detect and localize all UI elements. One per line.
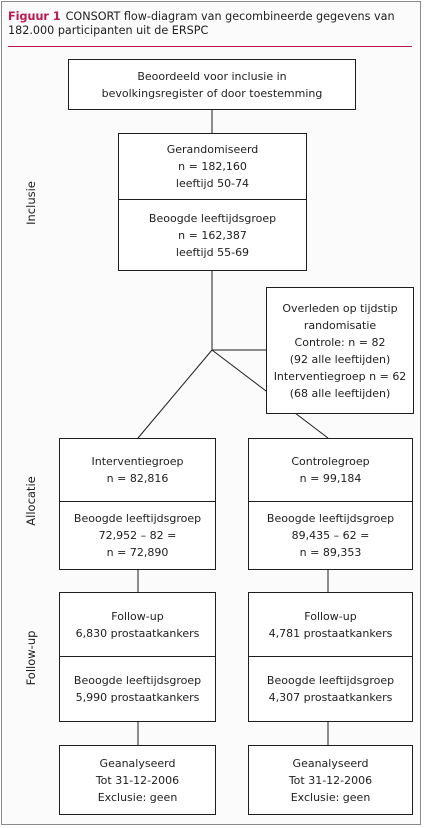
control-analysed-date: Tot 31-12-2006: [288, 773, 373, 787]
control-followup-cancers: 4,781 prostaatkankers: [268, 626, 393, 640]
intervention-box: Interventiegroep n = 82,816 Beoogde leef…: [59, 438, 216, 570]
randomized-n: n = 182,160: [178, 160, 247, 173]
intervention-cell: Interventiegroep n = 82,816: [60, 439, 215, 501]
intervention-target-cell: Beoogde leeftijdsgroep 72,952 – 82 = n =…: [60, 501, 215, 569]
deceased-line6: (68 alle leeftijden): [289, 386, 391, 400]
control-followup-target-title: Beoogde leeftijdsgroep: [266, 674, 395, 687]
control-analysed-exclusion: Exclusie: geen: [290, 790, 371, 804]
intervention-title: Interventiegroep: [91, 455, 184, 468]
randomized-target-title: Beoogde leeftijdsgroep: [148, 211, 277, 225]
control-analysed-title: Geanalyseerd: [292, 756, 369, 770]
control-box: Controlegroep n = 99,184 Beoogde leeftij…: [248, 438, 413, 570]
intervention-n: n = 82,816: [106, 472, 169, 485]
randomized-target-n: n = 162,387: [178, 228, 247, 242]
intervention-target-n: n = 72,890: [106, 546, 169, 559]
section-label-inclusion: Inclusie: [24, 181, 38, 225]
control-target-n: n = 89,353: [299, 546, 362, 559]
control-analysed-cell: Geanalyseerd Tot 31-12-2006 Exclusie: ge…: [249, 746, 412, 814]
section-label-allocation: Allocatie: [24, 476, 38, 526]
control-target-calc: 89,435 – 62 =: [291, 529, 370, 542]
randomized-cell: Gerandomiseerd n = 182,160 leeftijd 50-7…: [119, 134, 306, 199]
randomized-target-cell: Beoogde leeftijdsgroep n = 162,387 leeft…: [119, 199, 306, 270]
deceased-line5: Interventiegroep n = 62: [273, 369, 407, 383]
control-followup-target-cell: Beoogde leeftijdsgroep 4,307 prostaatkan…: [249, 656, 412, 721]
connector-split-intervention: [137, 349, 213, 439]
intervention-followup-cancers: 6,830 prostaatkankers: [75, 626, 200, 640]
deceased-box: Overleden op tijdstip randomisatie Contr…: [266, 287, 414, 414]
caption-rule: [8, 46, 412, 47]
intervention-followup-cell: Follow-up 6,830 prostaatkankers: [60, 593, 215, 656]
deceased-line3: Controle: n = 82: [294, 335, 386, 349]
assessed-line1: Beoordeeld voor inclusie in: [137, 69, 287, 83]
control-title: Controlegroep: [291, 455, 370, 468]
intervention-target-calc: 72,952 – 82 =: [98, 529, 177, 542]
control-target-cell: Beoogde leeftijdsgroep 89,435 – 62 = n =…: [249, 501, 412, 569]
control-followup-target-cancers: 4,307 prostaatkankers: [268, 691, 393, 704]
intervention-followup-target-title: Beoogde leeftijdsgroep: [73, 674, 202, 687]
control-n: n = 99,184: [299, 472, 362, 485]
assessed-box: Beoordeeld voor inclusie in bevolkingsre…: [68, 59, 356, 110]
figure-label: Figuur 1: [8, 10, 61, 23]
section-label-followup: Follow-up: [24, 630, 38, 686]
randomized-age: leeftijd 50-74: [175, 177, 250, 190]
intervention-followup-target-cancers: 5,990 prostaatkankers: [75, 691, 200, 704]
randomized-box: Gerandomiseerd n = 182,160 leeftijd 50-7…: [118, 133, 307, 271]
deceased-cell: Overleden op tijdstip randomisatie Contr…: [267, 288, 413, 413]
control-target-title: Beoogde leeftijdsgroep: [266, 512, 395, 525]
intervention-followup-target-cell: Beoogde leeftijdsgroep 5,990 prostaatkan…: [60, 656, 215, 721]
control-followup-title: Follow-up: [304, 609, 357, 623]
control-followup-box: Follow-up 4,781 prostaatkankers Beoogde …: [248, 592, 413, 722]
intervention-analysed-exclusion: Exclusie: geen: [97, 790, 178, 804]
figure-caption-text: CONSORT flow-diagram van gecombineerde g…: [8, 10, 395, 37]
intervention-followup-title: Follow-up: [111, 609, 164, 623]
intervention-analysed-cell: Geanalyseerd Tot 31-12-2006 Exclusie: ge…: [60, 746, 215, 814]
control-analysed-box: Geanalyseerd Tot 31-12-2006 Exclusie: ge…: [248, 745, 413, 815]
randomized-title: Gerandomiseerd: [166, 143, 259, 156]
assessed-line2: bevolkingsregister of door toestemming: [101, 86, 323, 100]
deceased-line1: Overleden op tijdstip: [282, 301, 398, 315]
control-followup-cell: Follow-up 4,781 prostaatkankers: [249, 593, 412, 656]
control-cell: Controlegroep n = 99,184: [249, 439, 412, 501]
intervention-followup-box: Follow-up 6,830 prostaatkankers Beoogde …: [59, 592, 216, 722]
deceased-line4: (92 alle leeftijden): [289, 352, 391, 366]
randomized-target-age: leeftijd 55-69: [175, 245, 250, 259]
intervention-analysed-box: Geanalyseerd Tot 31-12-2006 Exclusie: ge…: [59, 745, 216, 815]
assessed-cell: Beoordeeld voor inclusie in bevolkingsre…: [69, 60, 355, 109]
deceased-line2: randomisatie: [303, 318, 377, 332]
intervention-analysed-date: Tot 31-12-2006: [95, 773, 180, 787]
intervention-target-title: Beoogde leeftijdsgroep: [73, 512, 202, 525]
intervention-analysed-title: Geanalyseerd: [99, 756, 176, 770]
